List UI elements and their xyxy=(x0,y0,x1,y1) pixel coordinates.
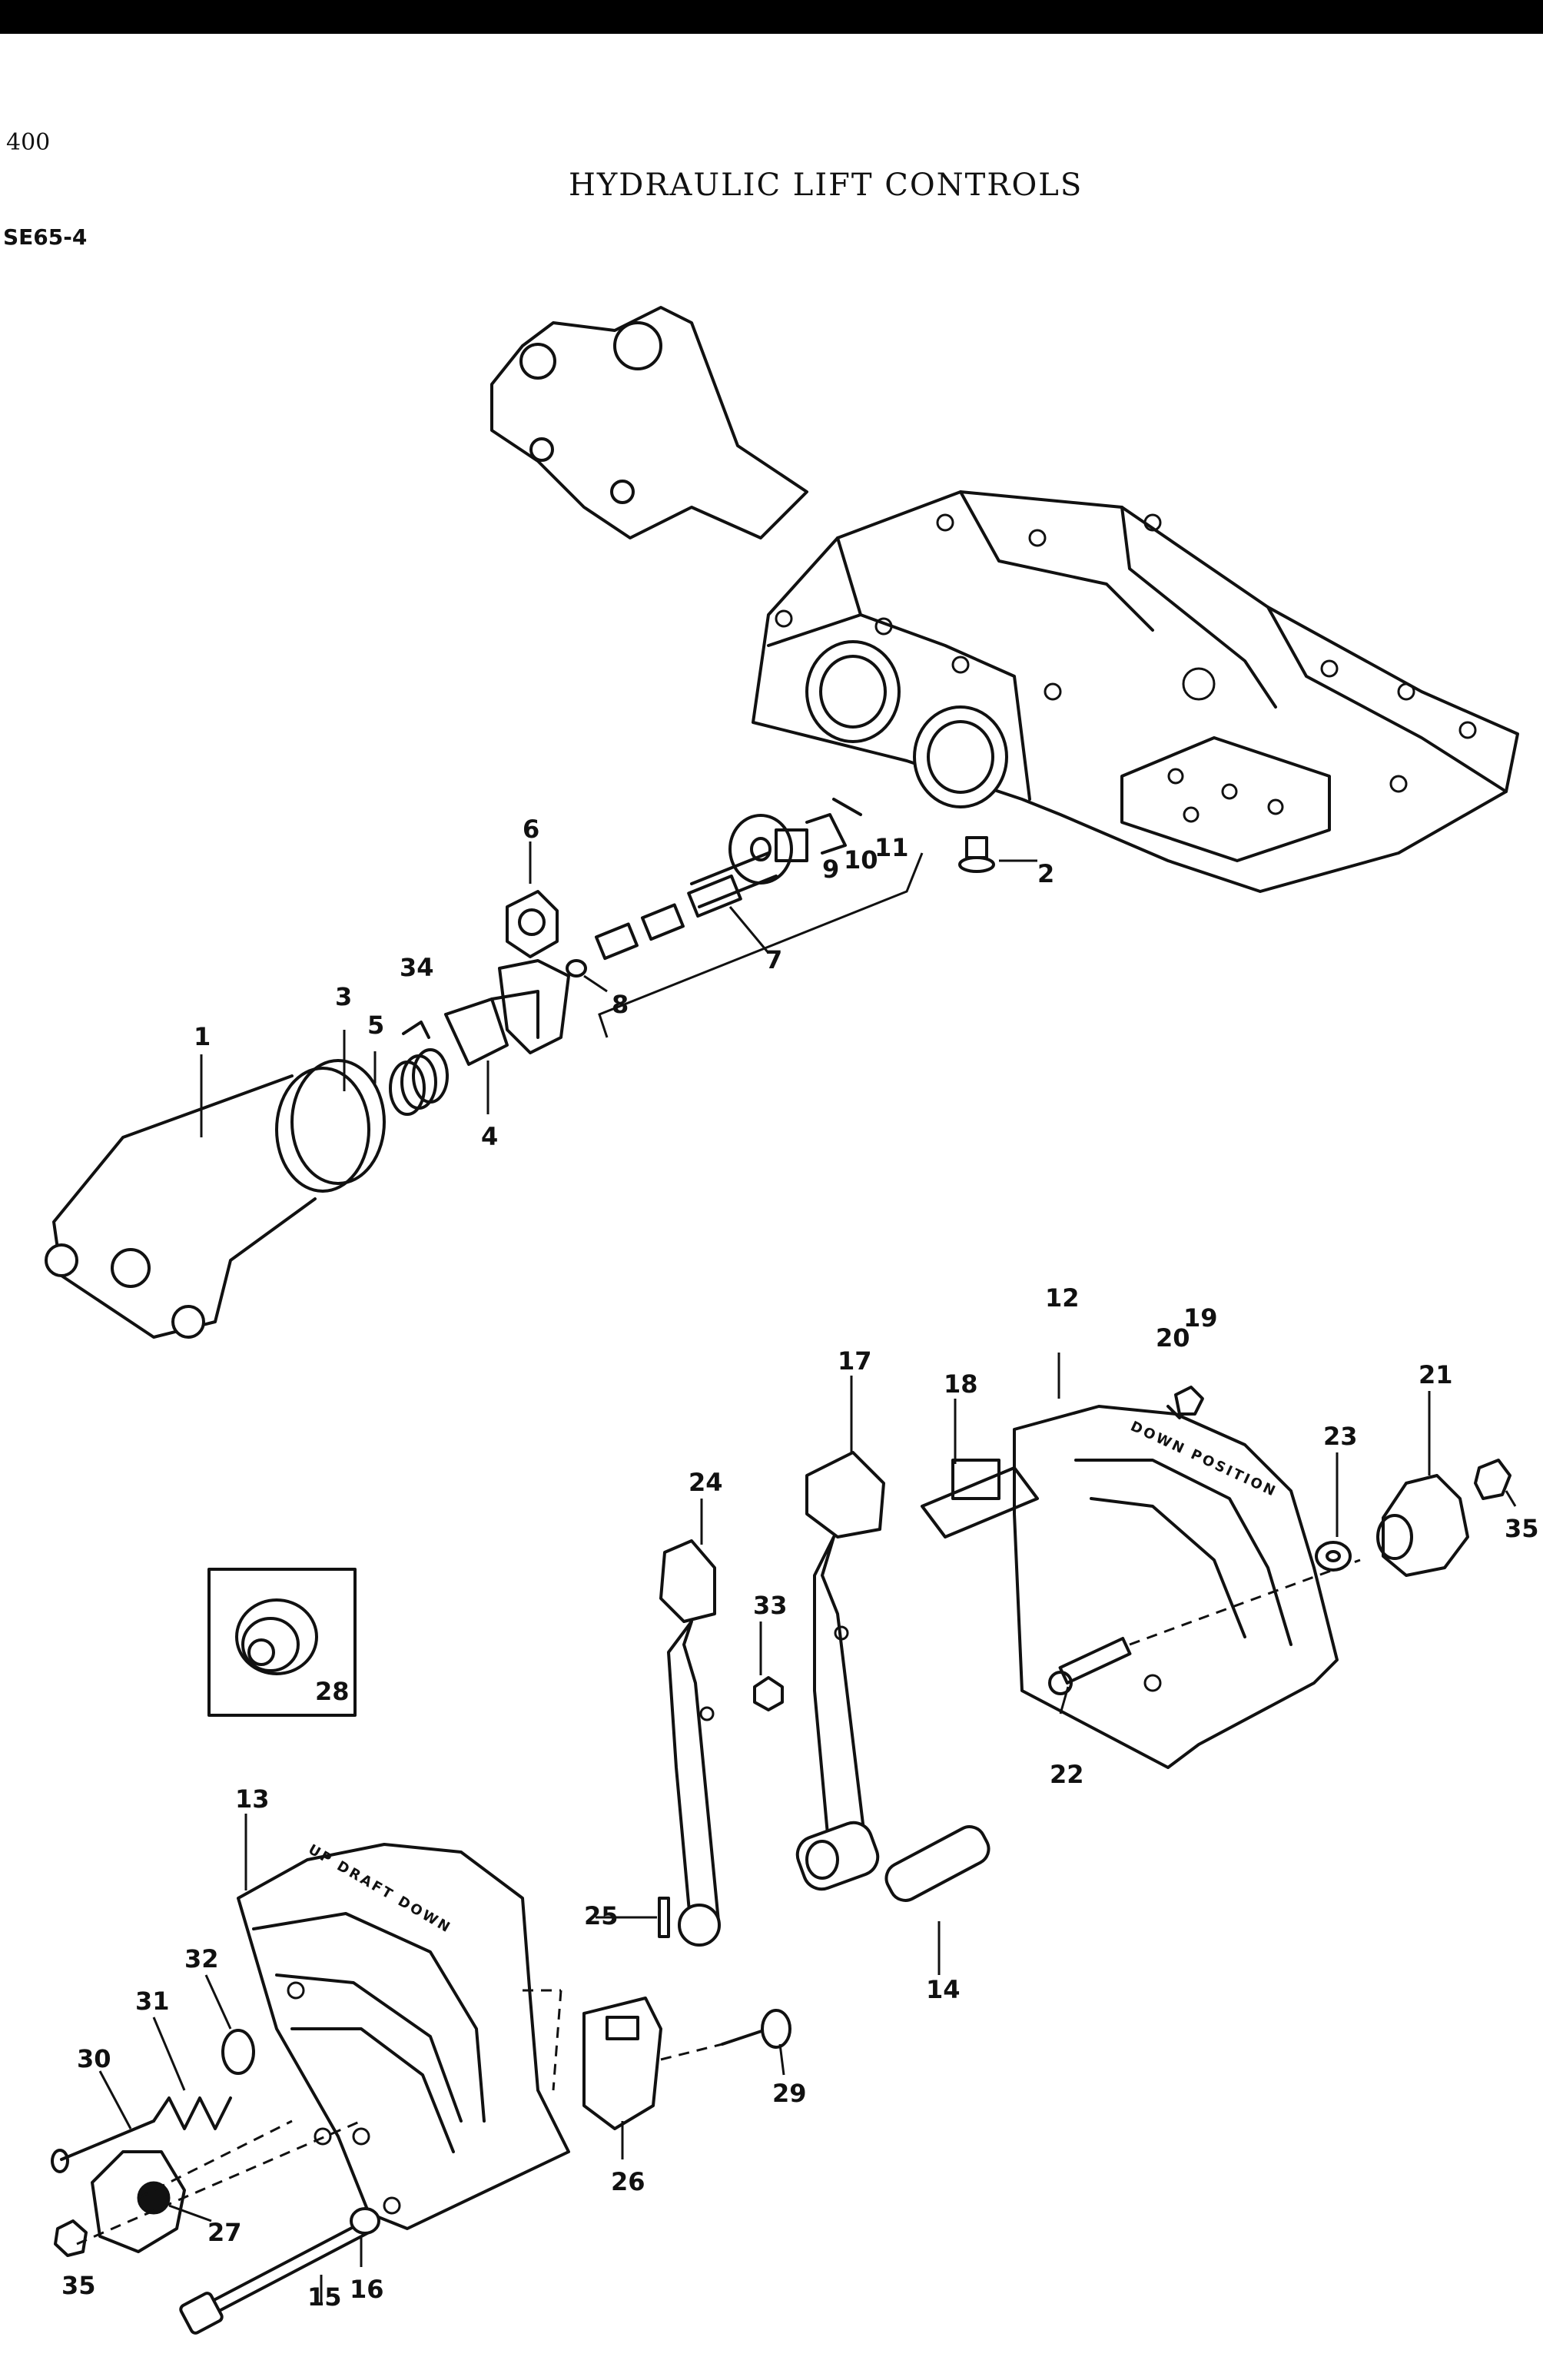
piston-parts xyxy=(45,890,587,1339)
callout-15: 15 xyxy=(307,2282,342,2312)
callout-10: 10 xyxy=(844,845,878,875)
callout-16: 16 xyxy=(350,2275,384,2304)
callout-34: 34 xyxy=(400,953,434,982)
lift-cover-housing xyxy=(490,306,1519,893)
callout-2: 2 xyxy=(1037,859,1054,888)
callout-3: 3 xyxy=(335,982,352,1011)
leader-lines xyxy=(98,841,1517,2305)
callout-23: 23 xyxy=(1323,1422,1358,1451)
callout-32: 32 xyxy=(184,1944,219,1973)
small-hardware xyxy=(658,1676,991,1938)
callout-12: 12 xyxy=(1045,1283,1080,1313)
callout-18: 18 xyxy=(944,1369,978,1399)
callout-35-lower: 35 xyxy=(61,2271,96,2300)
part-28-inset-box xyxy=(207,1568,357,1717)
callout-5: 5 xyxy=(367,1011,384,1040)
callout-20: 20 xyxy=(1156,1323,1190,1353)
callout-17: 17 xyxy=(838,1346,872,1376)
part-2-screw xyxy=(958,836,995,873)
callout-14: 14 xyxy=(926,1975,961,2004)
lower-quadrant-scale-label: UP DRAFT DOWN xyxy=(306,1841,455,1937)
callout-25: 25 xyxy=(584,1901,619,1930)
part-24-lever xyxy=(659,1539,721,1947)
part-22-stud xyxy=(1048,1637,1132,1695)
callout-21: 21 xyxy=(1419,1360,1453,1389)
callout-24: 24 xyxy=(689,1468,723,1497)
callout-29: 29 xyxy=(772,2079,807,2108)
valve-assembly-parts xyxy=(594,798,862,961)
part-17-lever xyxy=(795,1451,885,1891)
upper-washer-knob-nut xyxy=(1166,1386,1511,1577)
callout-7: 7 xyxy=(765,945,782,974)
callout-35-upper: 35 xyxy=(1505,1514,1539,1543)
callout-8: 8 xyxy=(612,990,629,1019)
callout-30: 30 xyxy=(77,2044,111,2073)
callout-22: 22 xyxy=(1050,1760,1084,1789)
callout-9: 9 xyxy=(822,855,839,884)
callout-33: 33 xyxy=(753,1591,788,1620)
callout-13: 13 xyxy=(235,1784,270,1814)
callout-31: 31 xyxy=(135,1987,170,2016)
page-number: 400 xyxy=(6,129,51,156)
callout-1: 1 xyxy=(194,1022,211,1051)
callout-19: 19 xyxy=(1183,1303,1218,1333)
page-title: HYDRAULIC LIFT CONTROLS xyxy=(569,168,1083,203)
part-13-lower-quadrant: UP DRAFT DOWN xyxy=(237,1841,570,2230)
callout-26: 26 xyxy=(611,2167,645,2196)
callout-6: 6 xyxy=(523,815,539,844)
callout-28: 28 xyxy=(315,1677,350,1706)
callout-4: 4 xyxy=(481,1122,498,1151)
callout-labels: 1 2 3 4 5 6 7 8 9 10 11 12 13 14 15 16 1… xyxy=(61,815,1539,2312)
part-26-29-bracket-bolt xyxy=(582,1997,791,2130)
part-12-upper-quadrant: DOWN POSITION xyxy=(921,1405,1339,1769)
callout-11: 11 xyxy=(874,833,909,862)
figure-reference: SE65-4 xyxy=(3,224,88,250)
callout-27: 27 xyxy=(207,2218,242,2247)
top-border-bar xyxy=(0,0,1543,34)
